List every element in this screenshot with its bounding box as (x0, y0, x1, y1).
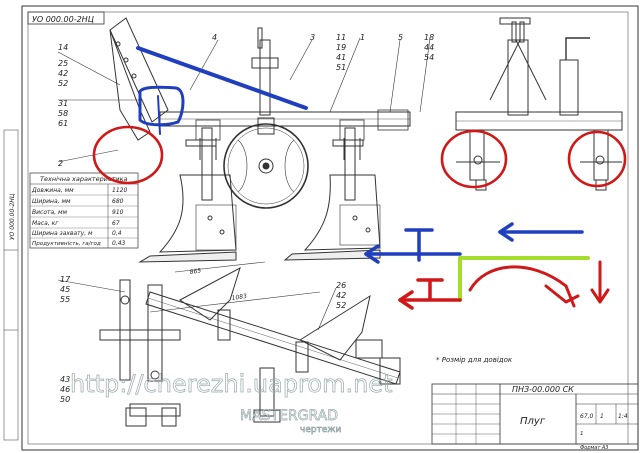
callout-4: 4 (212, 33, 217, 42)
callout-25: 25 (58, 59, 68, 68)
spec-value: 1120 (112, 187, 127, 194)
callout-11: 11 (336, 33, 346, 42)
spec-label: Маса, кг (32, 220, 59, 227)
callout-42b: 42 (336, 291, 346, 300)
watermark-sub: чертежи (300, 425, 341, 435)
callout-52a: 52 (58, 79, 68, 88)
plan-view (99, 261, 401, 427)
side-strip (3, 129, 19, 441)
spec-label: Ширина захвату, м (32, 230, 93, 237)
callout-51: 51 (336, 63, 346, 72)
callout-14: 14 (58, 43, 68, 52)
watermark-brand: MASTERGRAD (240, 408, 338, 424)
callout-44: 44 (424, 43, 434, 52)
red-highlight-circle (440, 129, 508, 189)
callout-58: 58 (58, 109, 68, 118)
side-view (455, 17, 623, 191)
spec-value: 0,43 (112, 240, 126, 247)
spec-value: 0,4 (112, 230, 122, 237)
callout-46: 46 (60, 385, 70, 394)
title-sheet: 1 (600, 413, 604, 420)
callout-55: 55 (60, 295, 70, 304)
blue-highlight-box (138, 85, 185, 127)
spec-label: Висота, мм (32, 209, 67, 216)
callout-50: 50 (60, 395, 70, 404)
side-strip-code: УО 000.00-2НЦ (9, 193, 16, 240)
inner-frame (27, 11, 629, 445)
callout-45: 45 (60, 285, 70, 294)
spec-value: 67 (112, 220, 120, 227)
annotations (92, 46, 627, 310)
callout-2: 2 (58, 159, 63, 168)
callout-52b: 52 (336, 301, 346, 310)
spec-label: Довжина, мм (31, 187, 74, 194)
title-code: ПНЗ-00.000 СК (512, 385, 574, 394)
callout-42a: 42 (58, 69, 68, 78)
dim-upper: 865 (189, 267, 201, 276)
title-format: Формат A3 (580, 445, 608, 451)
callout-43: 43 (60, 375, 70, 384)
callout-3: 3 (310, 33, 315, 42)
green-guide-line (458, 256, 590, 302)
leader-lines (57, 37, 431, 331)
callouts: 14 25 42 52 31 58 61 2 4 3 11 19 41 51 1… (58, 33, 434, 404)
callout-26: 26 (336, 281, 346, 290)
red-highlight-circle (567, 130, 627, 188)
callout-1: 1 (360, 33, 365, 42)
spec-value: 680 (112, 198, 124, 205)
callout-5: 5 (398, 33, 403, 42)
callout-61: 61 (58, 119, 68, 128)
callout-41: 41 (336, 53, 346, 62)
title-mass: 67,0 (580, 413, 594, 420)
red-curve-arrow (468, 265, 568, 292)
doc-code-top: УО 000.00-2НЦ (32, 15, 94, 24)
title-name: Плуг (520, 416, 546, 427)
callout-18: 18 (424, 33, 434, 42)
callout-54: 54 (424, 53, 434, 62)
blue-t-letter (404, 228, 434, 262)
note-text: * Розмір для довідок (436, 356, 513, 364)
sheet-frame (21, 5, 639, 451)
red-t-letter (416, 278, 444, 300)
callout-31: 31 (58, 99, 68, 108)
front-view (109, 17, 411, 263)
blue-diagonal-line (136, 46, 308, 110)
spec-title: Технічна характеристика (40, 175, 128, 183)
spec-label: Ширина, мм (32, 198, 71, 205)
dim-lower: 1083 (231, 293, 247, 302)
red-highlight-circle (92, 125, 164, 185)
title-block (431, 383, 639, 445)
callout-19: 19 (336, 43, 346, 52)
spec-label: Продуктивність, га/год (32, 241, 101, 247)
title-scale: 1:4 (618, 413, 628, 420)
watermark-url: http://cherezhi.uaprom.net (70, 370, 392, 398)
spec-value: 910 (112, 209, 124, 216)
title-sheets: 1 (580, 431, 584, 437)
callout-17: 17 (60, 275, 71, 284)
spec-table: Технічна характеристика Довжина, мм 1120… (29, 172, 139, 249)
code-box (27, 11, 105, 25)
